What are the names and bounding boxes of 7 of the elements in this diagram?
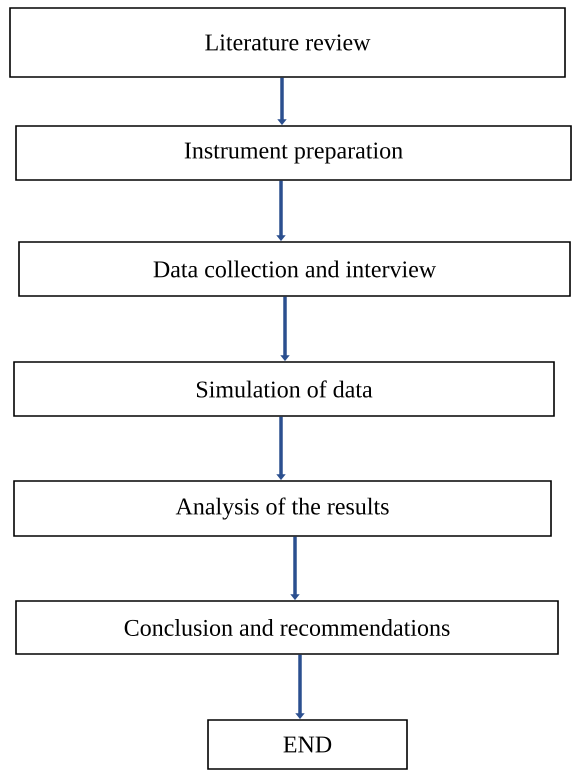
process-box: Instrument preparation: [15, 125, 572, 181]
process-box: Simulation of data: [13, 361, 555, 417]
process-box: END: [207, 719, 408, 770]
process-box: Data collection and interview: [18, 241, 571, 297]
process-box: Conclusion and recommendations: [15, 600, 559, 655]
process-box: Literature review: [9, 7, 566, 78]
process-box: Analysis of the results: [13, 480, 552, 537]
